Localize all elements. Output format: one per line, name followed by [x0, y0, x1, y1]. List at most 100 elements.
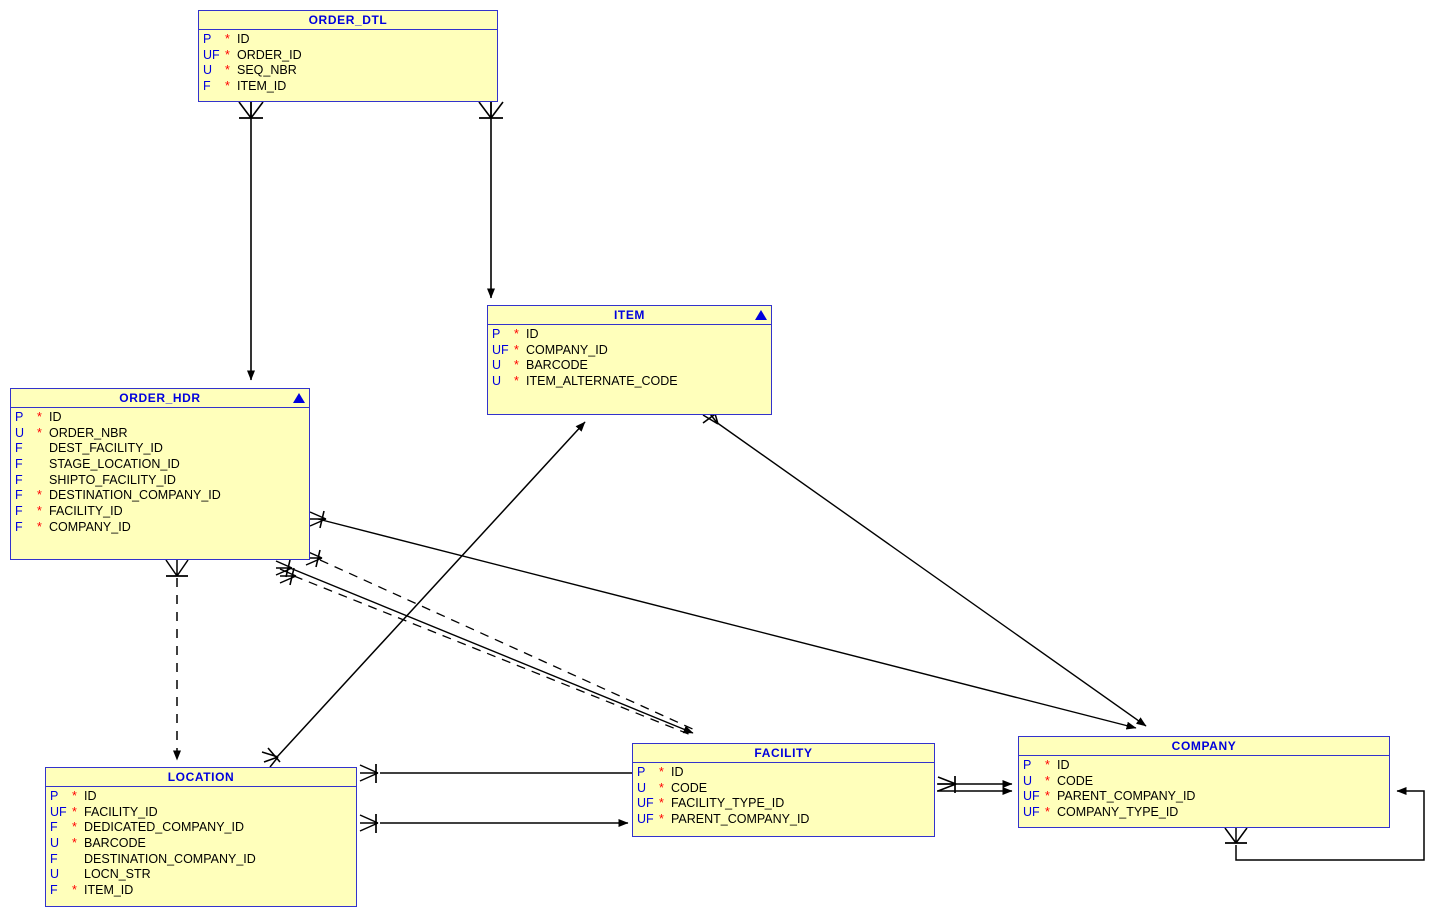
attribute-name: ID — [237, 32, 250, 46]
rel-order-dtl-order-hdr[interactable] — [238, 101, 264, 381]
rel-order-hdr-facility-2[interactable] — [305, 549, 698, 732]
attribute-required-marker: * — [72, 789, 77, 803]
attribute-row[interactable]: P*ID — [46, 789, 356, 805]
rel-order-hdr-location[interactable] — [165, 559, 189, 761]
rel-order-hdr-facility-1[interactable] — [275, 559, 694, 734]
attribute-name: BARCODE — [526, 358, 588, 373]
entity-facility-header[interactable]: FACILITY — [633, 744, 934, 763]
attribute-name: FACILITY_ID — [84, 804, 158, 819]
attribute-row[interactable]: U*ORDER_NBR — [11, 426, 309, 442]
entity-location[interactable]: LOCATION P*ID UF*FACILITY_ID F*DEDICATED… — [45, 767, 357, 907]
attribute-row[interactable]: UF*ORDER_ID — [199, 48, 497, 64]
attribute-name: PARENT_COMPANY_ID — [1057, 789, 1196, 804]
attribute-row[interactable]: UF*FACILITY_TYPE_ID — [633, 796, 934, 812]
rel-location-facility-2[interactable] — [359, 814, 629, 833]
collapse-triangle-icon[interactable] — [755, 310, 767, 320]
attribute-required-marker: * — [72, 820, 77, 835]
rel-facility-company-1[interactable] — [937, 776, 1013, 793]
attribute-key: UF — [1023, 805, 1040, 820]
attribute-row[interactable]: P * ID — [488, 327, 771, 343]
attribute-row[interactable]: F*DEDICATED_COMPANY_ID — [46, 820, 356, 836]
attribute-required-marker: * — [514, 342, 519, 357]
attribute-key: F — [15, 519, 23, 534]
attribute-required-marker: * — [1045, 758, 1050, 772]
entity-item-header[interactable]: ITEM — [488, 306, 771, 325]
attribute-row[interactable]: U*BARCODE — [488, 358, 771, 374]
attribute-row[interactable]: P*ID — [199, 32, 497, 48]
attribute-key: P — [15, 410, 24, 424]
attribute-required-marker: * — [659, 765, 664, 779]
attribute-row[interactable]: P*ID — [11, 410, 309, 426]
entity-item[interactable]: ITEM P*ID UF*COMPANY_ID U*BARCODE U*ITEM… — [487, 305, 772, 415]
attribute-row[interactable]: F*ITEM_ID — [199, 79, 497, 95]
attribute-row[interactable]: F*FACILITY_ID — [11, 504, 309, 520]
rel-order-hdr-facility-3[interactable] — [279, 567, 692, 736]
rel-order-dtl-item[interactable] — [478, 101, 504, 299]
entity-location-title: LOCATION — [167, 770, 235, 784]
attribute-row[interactable]: UF*PARENT_COMPANY_ID — [1019, 789, 1389, 805]
attribute-key: UF — [637, 812, 654, 827]
rel-location-facility-1[interactable] — [359, 764, 634, 783]
entity-order-dtl[interactable]: ORDER_DTL P*ID UF*ORDER_ID U*SEQ_NBR F*I… — [198, 10, 498, 102]
attribute-required-marker: * — [514, 327, 519, 341]
attribute-row[interactable]: U*ITEM_ALTERNATE_CODE — [488, 374, 771, 390]
attribute-required-marker: * — [72, 836, 77, 851]
attribute-name: ITEM_ID — [237, 79, 287, 94]
entity-order-dtl-attributes: P*ID UF*ORDER_ID U*SEQ_NBR F*ITEM_ID — [199, 30, 497, 98]
attribute-key: P — [492, 327, 501, 341]
entity-location-attributes: P*ID UF*FACILITY_ID F*DEDICATED_COMPANY_… — [46, 787, 356, 902]
entity-location-header[interactable]: LOCATION — [46, 768, 356, 787]
attribute-row[interactable]: F*ITEM_ID — [46, 883, 356, 899]
attribute-name: ID — [526, 327, 539, 341]
attribute-key: P — [637, 765, 646, 779]
attribute-row[interactable]: U*CODE — [633, 781, 934, 797]
attribute-name: ORDER_ID — [237, 47, 302, 62]
entity-facility[interactable]: FACILITY P*ID U*CODE UF*FACILITY_TYPE_ID… — [632, 743, 935, 837]
entity-order-dtl-header[interactable]: ORDER_DTL — [199, 11, 497, 30]
rel-order-hdr-company-1[interactable] — [309, 510, 1137, 730]
entity-order-hdr-header[interactable]: ORDER_HDR — [11, 389, 309, 408]
attribute-row[interactable]: U*BARCODE — [46, 836, 356, 852]
entity-company-header[interactable]: COMPANY — [1019, 737, 1389, 756]
entity-company[interactable]: COMPANY P*ID U*CODE UF*PARENT_COMPANY_ID… — [1018, 736, 1390, 828]
collapse-triangle-icon[interactable] — [293, 393, 305, 403]
entity-item-title: ITEM — [613, 308, 646, 322]
attribute-required-marker: * — [37, 425, 42, 440]
attribute-row[interactable]: U*SEQ_NBR — [199, 63, 497, 79]
attribute-required-marker: * — [72, 883, 77, 898]
attribute-row[interactable]: P*ID — [633, 765, 934, 781]
attribute-required-marker: * — [1045, 789, 1050, 804]
attribute-row[interactable]: UF*PARENT_COMPANY_ID — [633, 812, 934, 828]
rel-location-item[interactable] — [261, 421, 586, 768]
attribute-row[interactable]: F*COMPANY_ID — [11, 520, 309, 536]
attribute-row[interactable]: UF*FACILITY_ID — [46, 805, 356, 821]
attribute-key: F — [15, 488, 23, 503]
attribute-key: U — [1023, 773, 1033, 788]
attribute-row[interactable]: UF*COMPANY_ID — [488, 343, 771, 359]
attribute-key: P — [1023, 758, 1032, 772]
rel-item-company[interactable] — [702, 409, 1147, 727]
attribute-row[interactable]: P*ID — [1019, 758, 1389, 774]
attribute-key: U — [492, 374, 502, 389]
attribute-name: ID — [49, 410, 62, 424]
entity-order-hdr-title: ORDER_HDR — [119, 391, 201, 405]
attribute-name: PARENT_COMPANY_ID — [671, 812, 810, 827]
attribute-key: F — [50, 851, 58, 866]
attribute-name: ID — [84, 789, 97, 803]
attribute-row[interactable]: UF*COMPANY_TYPE_ID — [1019, 805, 1389, 821]
attribute-row[interactable]: U*CODE — [1019, 774, 1389, 790]
attribute-name: STAGE_LOCATION_ID — [49, 457, 180, 472]
attribute-key: F — [15, 504, 23, 519]
attribute-row[interactable]: F*DESTINATION_COMPANY_ID — [11, 488, 309, 504]
attribute-name: ORDER_NBR — [49, 425, 128, 440]
attribute-required-marker: * — [1045, 805, 1050, 820]
attribute-key: U — [50, 836, 60, 851]
